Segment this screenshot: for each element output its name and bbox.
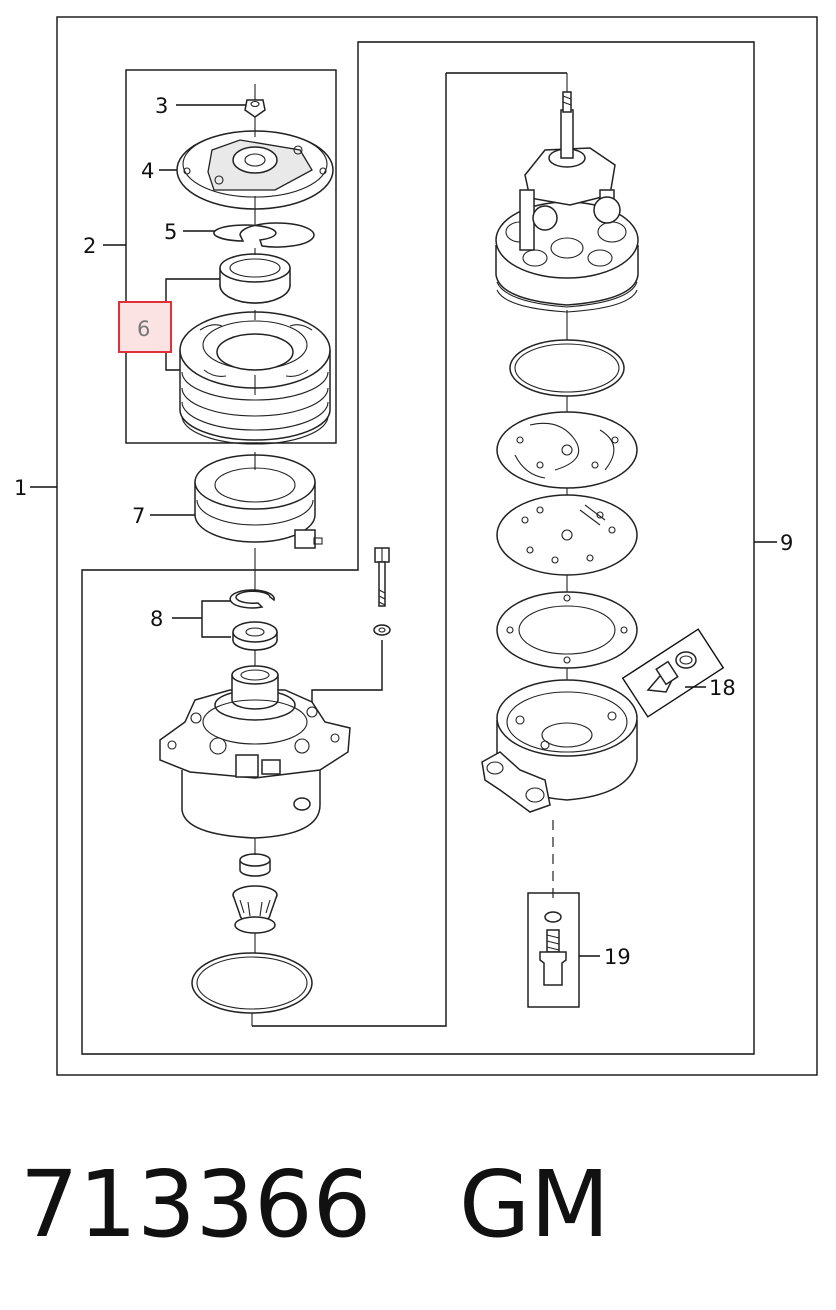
- shaft-seal-parts: [232, 853, 278, 934]
- valve-plate: [496, 411, 638, 489]
- part-6-bearing: [219, 253, 291, 304]
- right-o-ring: [509, 339, 625, 397]
- left-centre-axis: [251, 117, 256, 1026]
- valve-group-frame: [252, 72, 567, 1027]
- kit-frame-18: [621, 628, 725, 718]
- part-7-field-coil: [194, 454, 323, 549]
- cylinder-block: [495, 73, 639, 313]
- right-centre-axis: [552, 310, 568, 905]
- compressor-frame-9: [81, 41, 755, 1055]
- pulley: [179, 311, 331, 445]
- part-18-valve-kit: [646, 651, 697, 693]
- part-8-ring-and-seal: [229, 589, 278, 651]
- part-number-caption: 713366 GM: [20, 1140, 610, 1270]
- callout-label-19[interactable]: 19: [604, 945, 631, 969]
- front-housing: [159, 665, 351, 839]
- callout-label-5[interactable]: 5: [164, 220, 177, 244]
- callout-label-6[interactable]: 6: [137, 317, 150, 341]
- reed-plate: [496, 494, 638, 576]
- bolt-and-washer: [373, 547, 391, 636]
- callout-label-2[interactable]: 2: [83, 234, 96, 258]
- callout-label-9[interactable]: 9: [780, 531, 793, 555]
- callout-label-4[interactable]: 4: [141, 159, 154, 183]
- assembly-frame-1: [56, 16, 818, 1076]
- callout-6-highlight[interactable]: [118, 301, 172, 353]
- callout-label-18[interactable]: 18: [709, 676, 736, 700]
- large-o-ring-left: [191, 952, 313, 1014]
- part-19-relief-valve: [539, 911, 567, 986]
- rear-head: [481, 679, 638, 813]
- brand-name: GM: [458, 1151, 610, 1258]
- callout-label-1[interactable]: 1: [14, 476, 27, 500]
- callout-label-8[interactable]: 8: [150, 607, 163, 631]
- gasket-ring: [496, 591, 638, 669]
- part-4-armature-plate: [176, 130, 334, 210]
- callout-label-7[interactable]: 7: [132, 504, 145, 528]
- callout-label-3[interactable]: 3: [155, 94, 168, 118]
- part-number: 713366: [20, 1151, 372, 1258]
- part-3-nut: [244, 84, 266, 118]
- leader-lines: [30, 104, 777, 957]
- part-5-snap-ring: [213, 222, 315, 248]
